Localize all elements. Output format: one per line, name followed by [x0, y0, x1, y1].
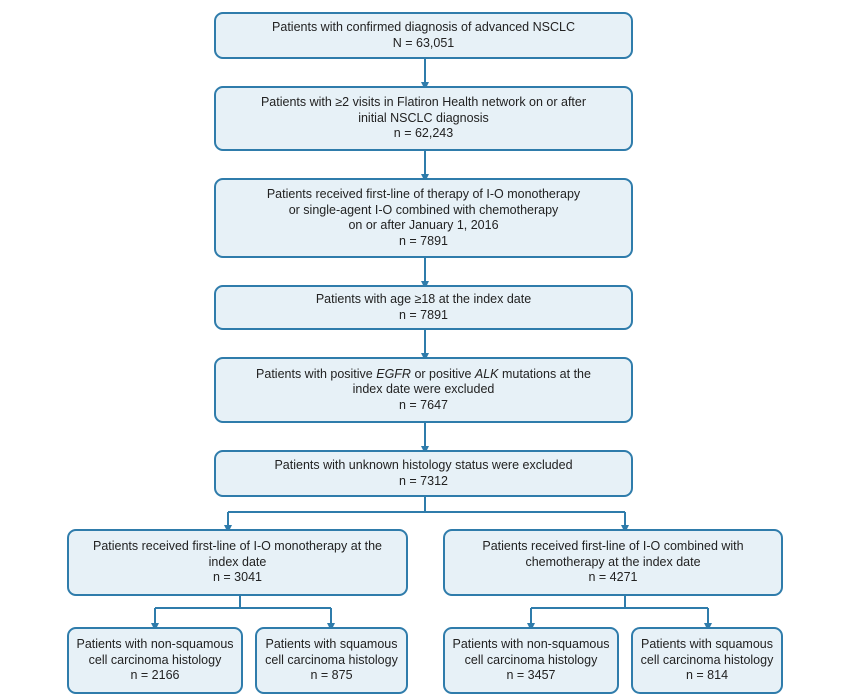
- text-fragment: mutations at the: [498, 366, 591, 381]
- box-count: n = 3041: [212, 570, 262, 585]
- box-mutation-exclusion: Patients with positive EGFR or positive …: [214, 357, 633, 423]
- box-text-line: Patients with ≥2 visits in Flatiron Heal…: [260, 95, 587, 110]
- gene-alk: ALK: [474, 366, 499, 381]
- box-text-line: Patients with non-squamous: [452, 637, 610, 652]
- box-confirmed-diagnosis: Patients with confirmed diagnosis of adv…: [214, 12, 633, 59]
- box-text-line: Patients with unknown histology status w…: [274, 458, 573, 472]
- box-text-line: on or after January 1, 2016: [348, 218, 499, 232]
- box-count: n = 814: [685, 668, 729, 683]
- box-histology-exclusion: Patients with unknown histology status w…: [214, 450, 633, 497]
- box-text-line: Patients with squamous: [265, 637, 398, 652]
- box-count: n = 62,243: [393, 126, 454, 141]
- text-fragment: or positive: [410, 366, 475, 381]
- box-text-line: cell carcinoma histology: [88, 652, 222, 667]
- box-count: n = 875: [310, 668, 353, 683]
- box-text-line: Patients with confirmed diagnosis of adv…: [272, 20, 575, 34]
- box-text-line: cell carcinoma histology: [265, 652, 398, 667]
- box-text-line: index date: [208, 554, 267, 569]
- box-count: n = 7647: [398, 397, 448, 412]
- box-io-monotherapy: Patients received first-line of I-O mono…: [67, 529, 408, 596]
- box-count: n = 3457: [506, 668, 556, 683]
- box-text-line: Patients with positive EGFR or positive …: [256, 367, 591, 383]
- box-mono-squamous: Patients with squamous cell carcinoma hi…: [255, 627, 408, 694]
- box-count: n = 4271: [588, 570, 638, 585]
- box-count: n = 7312: [398, 473, 448, 488]
- box-count: n = 7891: [398, 233, 448, 248]
- box-count: N = 63,051: [392, 35, 455, 50]
- box-mono-nonsquamous: Patients with non-squamous cell carcinom…: [67, 627, 243, 694]
- box-text-line: Patients with squamous: [640, 637, 773, 652]
- box-io-combined-chemo: Patients received first-line of I-O comb…: [443, 529, 783, 596]
- box-text-line: Patients with age ≥18 at the index date: [315, 292, 532, 306]
- box-count: n = 7891: [398, 307, 448, 322]
- box-combo-squamous: Patients with squamous cell carcinoma hi…: [631, 627, 783, 694]
- box-text-line: Patients received first-line of therapy …: [266, 187, 581, 201]
- text-fragment: Patients with positive: [256, 366, 377, 381]
- box-text-line: cell carcinoma histology: [640, 652, 774, 667]
- box-age-criterion: Patients with age ≥18 at the index date …: [214, 285, 633, 330]
- box-flatiron-visits: Patients with ≥2 visits in Flatiron Heal…: [214, 86, 633, 151]
- box-text-line: Patients received first-line of I-O comb…: [482, 539, 744, 554]
- box-combo-nonsquamous: Patients with non-squamous cell carcinom…: [443, 627, 619, 694]
- gene-egfr: EGFR: [376, 366, 411, 381]
- box-text-line: or single-agent I-O combined with chemot…: [288, 202, 559, 217]
- box-text-line: cell carcinoma histology: [464, 652, 598, 667]
- box-text-line: initial NSCLC diagnosis: [358, 110, 489, 125]
- box-text-line: Patients with non-squamous: [76, 637, 234, 652]
- box-first-line-therapy: Patients received first-line of therapy …: [214, 178, 633, 258]
- box-text-line: Patients received first-line of I-O mono…: [92, 539, 383, 554]
- box-text-line: chemotherapy at the index date: [525, 554, 701, 569]
- box-count: n = 2166: [130, 668, 180, 683]
- box-text-line: index date were excluded: [352, 382, 495, 397]
